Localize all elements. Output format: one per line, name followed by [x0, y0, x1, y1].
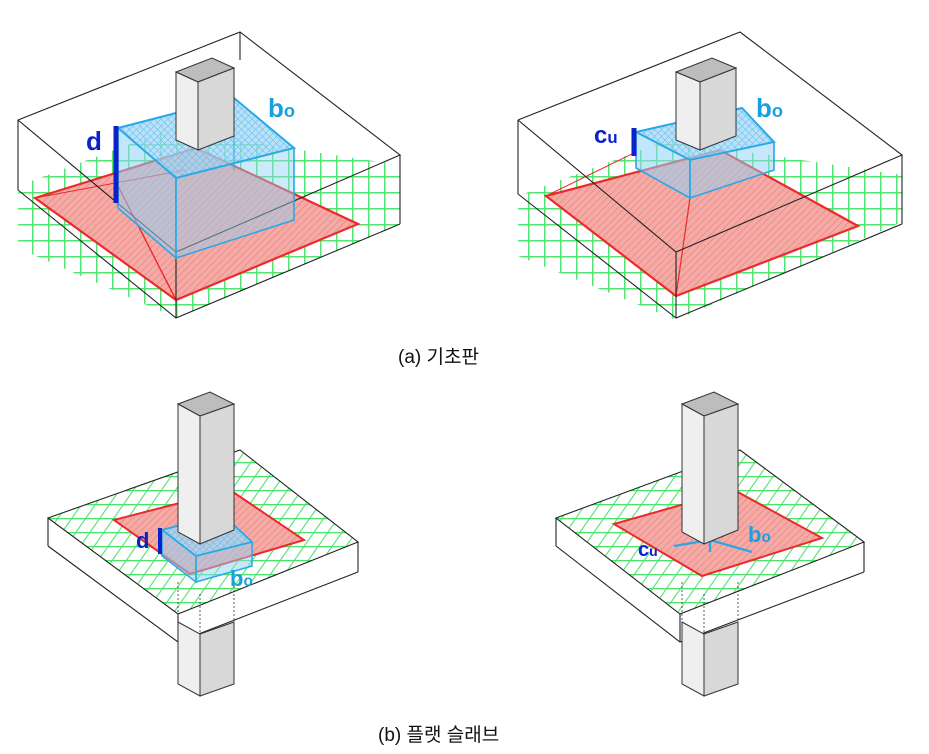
label-bo: bo [230, 566, 253, 591]
column [174, 57, 236, 151]
caption-flat-slab: (b) 플랫 슬래브 [378, 725, 500, 746]
label-cu: cu [594, 122, 618, 149]
label-bo: bo [756, 93, 783, 123]
label-bo: bo [748, 522, 771, 547]
column [674, 57, 738, 151]
column-lower [681, 582, 739, 697]
label-cu: cu [638, 539, 658, 561]
footing-box [517, 31, 904, 319]
label-bo: bo [268, 93, 295, 123]
column-upper [176, 391, 236, 545]
flat-slab-panel-cu: cu bo [554, 391, 866, 697]
footing-panel-cu: cu bo [517, 31, 904, 320]
column-lower [177, 582, 235, 697]
label-d: d [86, 126, 102, 156]
slab-box [554, 449, 866, 643]
column-upper [680, 391, 740, 545]
label-d: d [136, 528, 149, 553]
caption-footing: (a) 기초판 [398, 347, 479, 368]
footing-panel-d: d bo [17, 31, 402, 319]
flat-slab-panel-d: d bo [46, 391, 360, 697]
